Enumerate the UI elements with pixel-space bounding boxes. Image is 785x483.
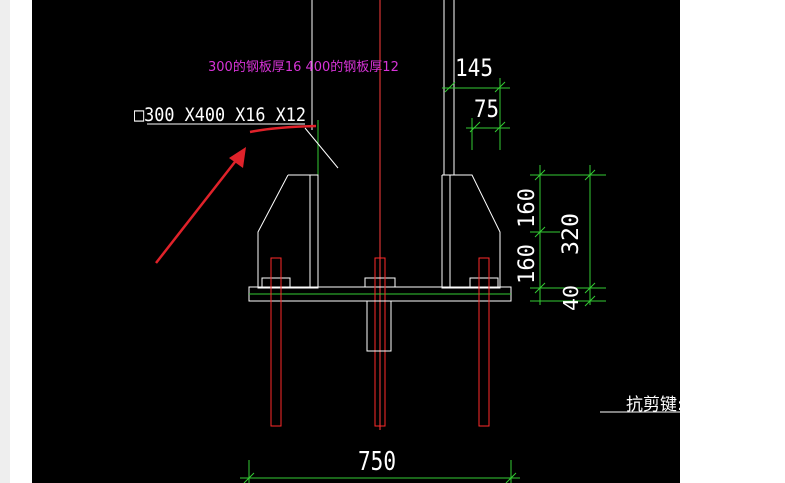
dim-750: 750 [358, 447, 396, 477]
dim-145: 145 [455, 54, 493, 82]
section-size-label: □300 X400 X16 X12 [134, 104, 306, 126]
anchor-bolts [270, 257, 490, 427]
dimension-lines [240, 78, 606, 483]
red-arrow-head [229, 147, 246, 168]
dim-320: 320 [559, 213, 584, 255]
dim-160-upper: 160 [515, 188, 540, 228]
red-underline-mark [249, 124, 317, 134]
shear-key-label: 抗剪键: [626, 395, 683, 415]
column-outline [311, 0, 455, 175]
dim-160-lower: 160 [515, 244, 540, 284]
anchor-nuts [261, 277, 499, 288]
red-arrow-shaft [155, 157, 239, 264]
leader-line [304, 127, 339, 169]
stiffener-right [441, 174, 501, 289]
stiffener-left [257, 174, 319, 289]
left-gray-strip [0, 0, 10, 483]
dim-75: 75 [474, 95, 499, 123]
shear-key [366, 300, 392, 352]
dim-40: 40 [559, 285, 583, 311]
cad-drawing-canvas[interactable] [32, 0, 680, 483]
steel-plate-note: 300的钢板厚16 400的钢板厚12 [208, 59, 399, 75]
